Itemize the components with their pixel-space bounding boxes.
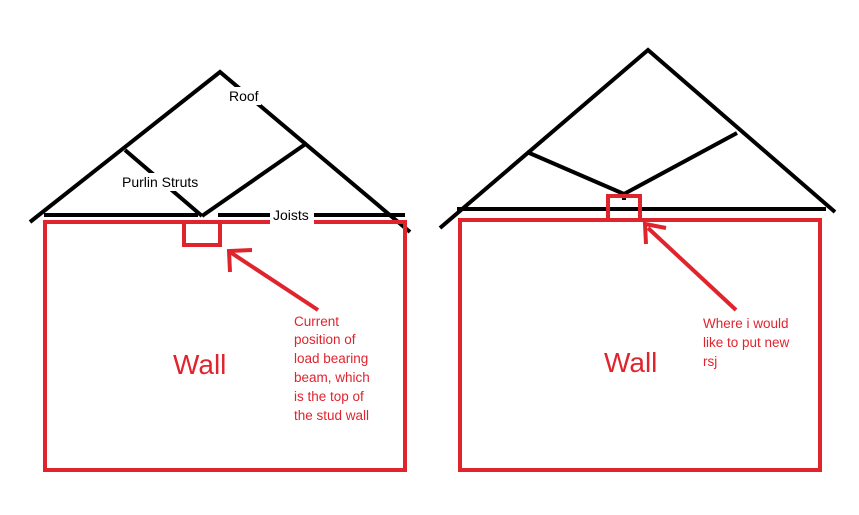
joists-label: Joists bbox=[273, 207, 309, 223]
left-current-beam bbox=[182, 220, 222, 247]
left-diagram: Roof Purlin Struts Joists Wall Current p… bbox=[28, 69, 412, 472]
right-arrow-head bbox=[642, 221, 667, 245]
left-arrow-shaft bbox=[228, 250, 320, 312]
left-roof-outline bbox=[28, 69, 412, 234]
purlin-struts-label: Purlin Struts bbox=[122, 174, 198, 190]
right-annotation-line: like to put new bbox=[703, 335, 790, 350]
left-wall-box bbox=[43, 220, 407, 472]
right-strut-left bbox=[526, 150, 625, 196]
right-annotation-line: Where i would bbox=[703, 316, 789, 331]
left-annotation-line: is the top of bbox=[294, 389, 364, 404]
right-annotation-line: rsj bbox=[703, 354, 717, 369]
right-annotation: Where i would like to put new rsj bbox=[703, 316, 790, 369]
right-strut-right bbox=[623, 131, 738, 196]
left-arrow-head bbox=[226, 248, 253, 273]
left-annotation-line: beam, which bbox=[294, 370, 370, 385]
right-roof-outline bbox=[438, 47, 837, 230]
left-purlin-strut-right bbox=[200, 141, 309, 218]
left-wall-label: Wall bbox=[173, 349, 226, 380]
left-annotation-line: Current bbox=[294, 314, 339, 329]
right-diagram: Wall Where i would like to put new rsj bbox=[438, 47, 837, 472]
left-annotation-line: load bearing bbox=[294, 351, 368, 366]
roof-label: Roof bbox=[229, 88, 259, 104]
left-annotation: Current position of load bearing beam, w… bbox=[294, 314, 370, 423]
right-wall-label: Wall bbox=[604, 347, 657, 378]
right-new-rsj bbox=[606, 194, 642, 222]
left-annotation-line: position of bbox=[294, 332, 356, 347]
left-annotation-line: the stud wall bbox=[294, 408, 369, 423]
right-arrow-shaft bbox=[646, 226, 738, 312]
